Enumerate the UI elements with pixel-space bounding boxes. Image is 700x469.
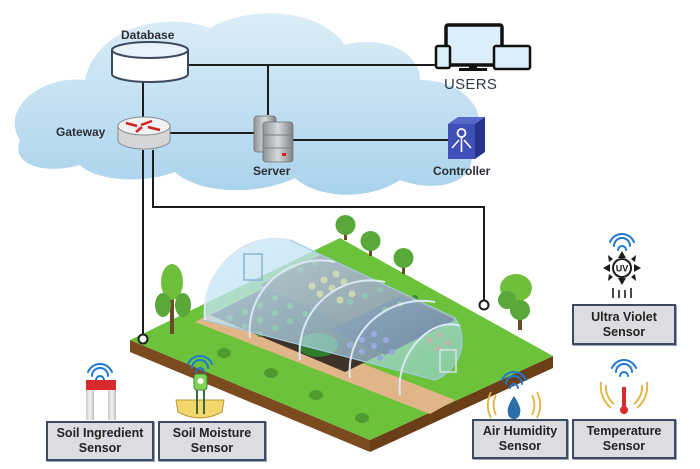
database-icon[interactable]	[111, 41, 189, 83]
temperature-sensor-icon[interactable]	[599, 359, 649, 414]
greenhouse-right-node	[478, 299, 490, 311]
server-icon[interactable]	[253, 115, 294, 163]
gateway-router-icon[interactable]	[117, 116, 171, 150]
wifi-icon	[501, 371, 527, 389]
sun-rays-icon	[603, 251, 641, 285]
wifi-icon	[87, 363, 113, 381]
signal-waves-icon	[599, 381, 649, 409]
tablet-icon	[492, 44, 532, 71]
phone-icon	[434, 44, 452, 70]
temperature-sensor-box[interactable]: Temperature Sensor	[572, 419, 676, 459]
ultra-violet-sensor-line1: Ultra Violet	[591, 309, 657, 324]
cloud-background	[14, 13, 480, 195]
soil-ingredient-sensor-icon[interactable]	[86, 363, 116, 420]
air-humidity-sensor-line1: Air Humidity	[482, 424, 558, 438]
uv-light-lines-icon	[612, 288, 632, 298]
ultra-violet-sensor-box[interactable]: Ultra Violet Sensor	[572, 304, 676, 345]
air-humidity-sensor-line2: Sensor	[498, 439, 542, 453]
air-humidity-sensor-icon[interactable]	[486, 371, 542, 419]
server-label: Server	[253, 164, 291, 178]
wifi-icon	[611, 359, 637, 377]
cloud-shape	[14, 13, 480, 195]
soil-ingredient-sensor-box[interactable]: Soil Ingredient Sensor	[46, 421, 154, 461]
connection-lines	[142, 64, 485, 335]
field-soil-front	[130, 340, 370, 452]
users-devices-icon[interactable]	[434, 23, 532, 71]
soil-ingredient-sensor-line2: Sensor	[78, 441, 122, 455]
greenhouse-dome	[203, 237, 463, 396]
soil-moisture-sensor-icon[interactable]	[175, 355, 225, 419]
controller-icon[interactable]	[448, 117, 485, 159]
soil-ingredient-sensor-line1: Soil Ingredient	[56, 426, 144, 440]
temperature-sensor-line2: Sensor	[602, 439, 646, 453]
line-gateway-right-node	[152, 150, 485, 300]
users-label: USERS	[444, 76, 498, 93]
greenhouse-left-node	[137, 333, 149, 345]
uv-sensor-icon[interactable]: UV	[603, 233, 641, 298]
thermometer-icon	[622, 387, 626, 407]
wifi-icon	[187, 355, 213, 373]
water-drop-icon	[507, 396, 521, 419]
controller-label: Controller	[433, 164, 491, 178]
ultra-violet-sensor-line2: Sensor	[602, 324, 646, 339]
trees	[155, 215, 532, 334]
air-humidity-sensor-box[interactable]: Air Humidity Sensor	[472, 419, 568, 459]
database-label: Database	[121, 28, 175, 42]
greenhouse-door-front	[439, 349, 457, 373]
soil-moisture-sensor-line1: Soil Moisture	[172, 426, 252, 440]
wifi-icon	[609, 233, 635, 251]
router-arrows-icon	[125, 119, 161, 133]
temperature-sensor-line1: Temperature	[586, 424, 662, 438]
greenhouse-door-back	[243, 253, 263, 281]
signal-waves-icon	[486, 391, 542, 419]
server-status-led	[282, 153, 286, 156]
bushes	[217, 348, 369, 423]
greenhouse-field	[130, 215, 553, 452]
gateway-label: Gateway	[56, 125, 106, 139]
uv-badge-label: UV	[616, 264, 629, 274]
soil-moisture-sensor-box[interactable]: Soil Moisture Sensor	[158, 421, 266, 461]
soil-moisture-sensor-line2: Sensor	[190, 441, 234, 455]
